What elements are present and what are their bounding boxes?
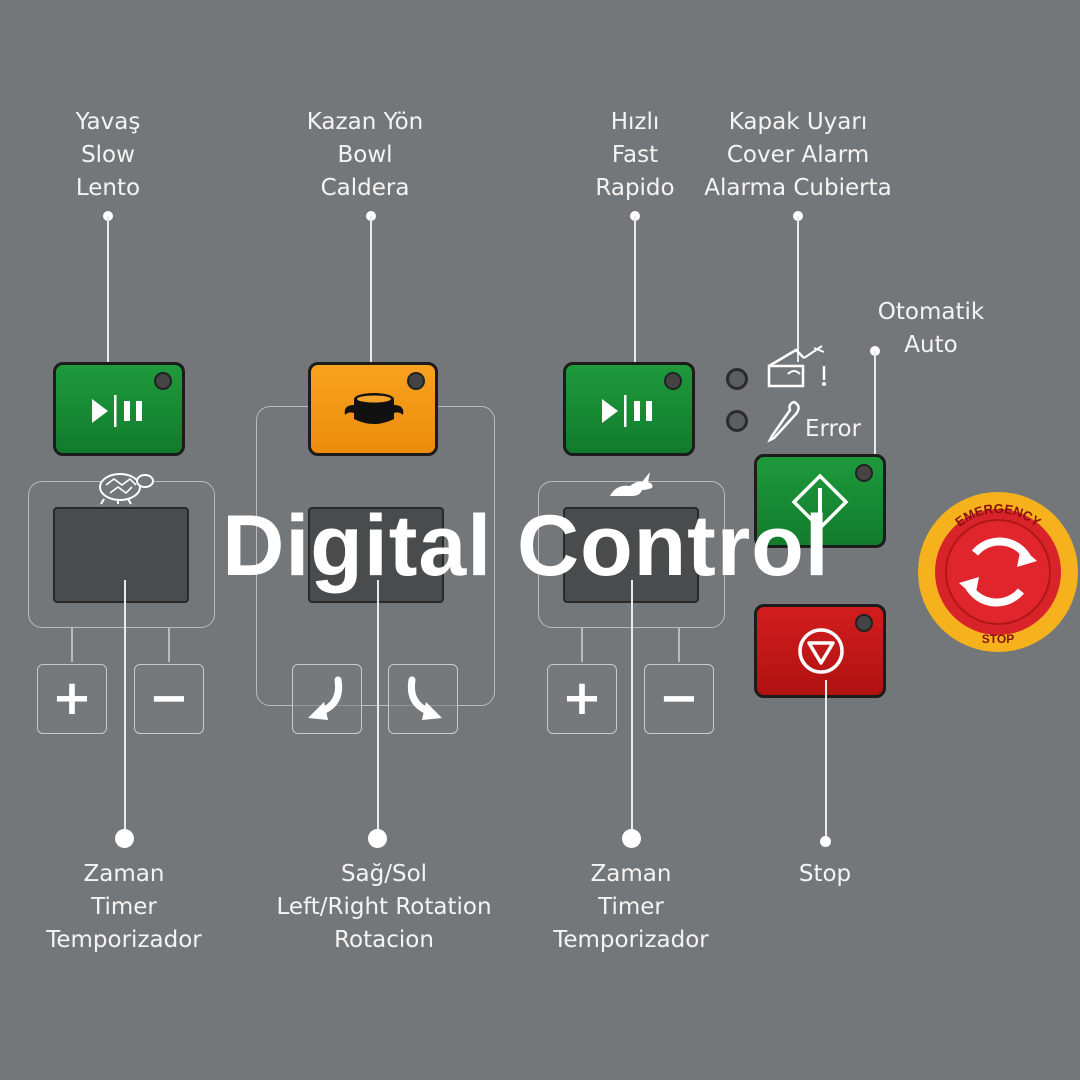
slow-leader-line [107,216,109,380]
stop-button[interactable] [754,604,886,698]
auto-leader-line [874,351,876,513]
rabbit-icon [610,472,653,496]
bowl-icon [344,393,404,424]
fast-timer-plus-button[interactable]: + [547,664,617,734]
auto-label: Otomatik Auto [877,299,985,358]
fast-leader-line [634,216,636,380]
timer-right-label: Zaman Timer Temporizador [553,861,709,953]
rotate-right-button[interactable] [388,664,458,734]
rotate-right-icon [407,676,442,720]
stop-led [855,614,873,632]
slow-timer-minus-button[interactable]: − [134,664,204,734]
fast-key-stub-right [678,628,680,662]
error-icon [767,400,800,443]
cover-alarm-indicator [726,368,748,390]
cover-alarm-label: Kapak Uyarı Cover Alarm Alarma Cubierta [704,109,892,201]
fast-led [664,372,682,390]
slow-timer-display [53,507,189,603]
fast-start-pause-button[interactable] [563,362,695,456]
cover-alarm-icon [767,345,826,388]
rotation-leader-line [377,580,379,838]
play-pause-icon [602,395,652,427]
bowl-direction-button[interactable] [308,362,438,456]
fast-key-stub-left [581,628,583,662]
bowl-direction-label: Kazan Yön Bowl Caldera [306,109,424,201]
timer-right-leader-dot [622,829,641,848]
bowl-leader-line [370,216,372,380]
stop-leader-line [825,680,827,841]
fast-timer-minus-button[interactable]: − [644,664,714,734]
rotate-left-button[interactable] [292,664,362,734]
auto-start-icon [791,473,849,531]
rotation-label: Sağ/Sol Left/Right Rotation Rotacion [276,861,492,953]
stop-icon [798,628,844,674]
emergency-stop-button[interactable]: EMERGENCY STOP [917,491,1079,653]
timer-left-leader-line [124,580,126,838]
bowl-led [407,372,425,390]
error-indicator [726,410,748,432]
slow-led [154,372,172,390]
rotation-leader-dot [368,829,387,848]
rotate-left-icon [308,676,343,720]
page-title: Digital Control [222,498,830,594]
auto-start-button[interactable] [754,454,886,548]
timer-left-label: Zaman Timer Temporizador [46,861,202,953]
error-label: Error [804,416,862,442]
stop-label: Stop [798,861,852,887]
slow-label: Yavaş Slow Lento [75,109,141,201]
slow-start-pause-button[interactable] [53,362,185,456]
timer-right-leader-line [631,580,633,838]
slow-timer-plus-button[interactable]: + [37,664,107,734]
auto-led [855,464,873,482]
bowl-display [308,507,444,603]
play-pause-icon [92,395,142,427]
timer-left-leader-dot [115,829,134,848]
stop-leader-dot [820,836,831,847]
emergency-bottom-text: STOP [982,632,1014,646]
turtle-icon [99,473,154,505]
slow-key-stub-right [168,628,170,662]
slow-key-stub-left [71,628,73,662]
fast-label: Hızlı Fast Rapido [595,109,675,201]
cover-leader-line [797,216,799,362]
